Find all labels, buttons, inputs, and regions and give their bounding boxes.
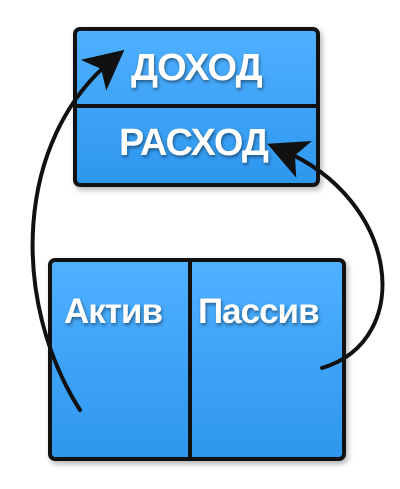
income-label: ДОХОД [131, 47, 263, 89]
expense-cell: РАСХОД [77, 108, 316, 183]
liability-label: Пассив [198, 292, 320, 331]
expense-label: РАСХОД [119, 122, 269, 164]
income-cell: ДОХОД [77, 31, 316, 108]
liability-cell: Пассив [192, 262, 342, 457]
asset-cell: Актив [52, 262, 192, 457]
asset-label: Актив [64, 292, 163, 331]
income-expense-block: ДОХОД РАСХОД [73, 27, 320, 187]
balance-block: Актив Пассив [48, 258, 346, 461]
